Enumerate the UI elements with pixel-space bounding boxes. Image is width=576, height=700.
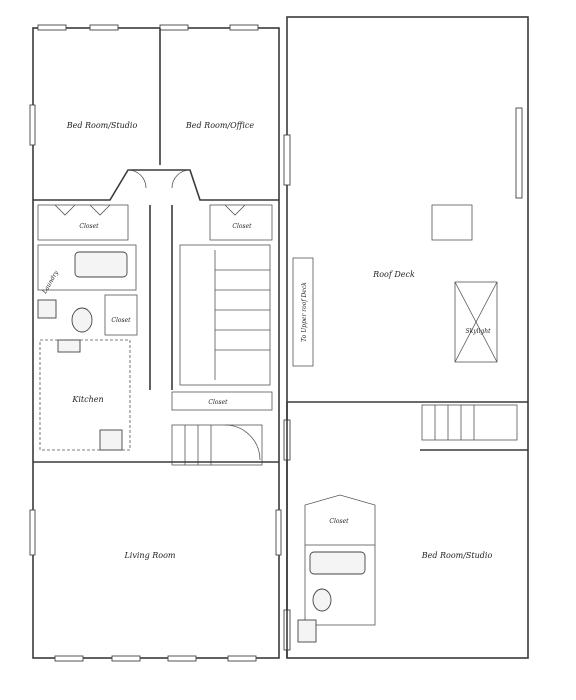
closet-label: Closet <box>208 399 228 406</box>
sink <box>37 299 57 319</box>
kitchen-label: Kitchen <box>71 395 103 404</box>
window <box>29 509 36 556</box>
bathtub <box>74 251 128 278</box>
sink <box>297 619 317 643</box>
stair-curve <box>224 424 261 461</box>
lower-floor: Bed Room/Studio Bed Room/Office Closet C… <box>29 24 282 662</box>
bathtub <box>309 551 366 575</box>
door-swing <box>171 169 191 189</box>
bath-area <box>304 544 376 626</box>
upper-roof-deck-label: To Upper roof Deck <box>301 282 308 342</box>
upper-floor-outline <box>286 16 529 659</box>
skylight-label: Skylight <box>465 328 491 335</box>
closet-door <box>224 204 246 216</box>
upper-roof-deck-strip <box>292 257 314 367</box>
window <box>227 655 257 662</box>
closet-door <box>54 204 76 216</box>
living-room-label: Living Room <box>123 551 175 560</box>
window <box>54 655 84 662</box>
kitchen-area <box>39 339 131 451</box>
bedroom-studio-label: Bed Room/Studio <box>66 121 138 130</box>
window <box>275 509 282 556</box>
lower-floor-outline <box>32 27 280 659</box>
toilet <box>71 307 93 333</box>
window <box>89 24 119 31</box>
bedroom-studio-label: Bed Room/Studio <box>421 551 493 560</box>
upper-floor: Roof Deck To Upper roof Deck Skylight Be… <box>283 16 529 659</box>
window <box>159 24 189 31</box>
bedroom-office-label: Bed Room/Office <box>185 121 254 130</box>
skylight <box>454 281 498 363</box>
closet-bath <box>104 294 138 336</box>
closet-door <box>89 204 111 216</box>
upper-stairs <box>421 404 518 441</box>
counter <box>99 429 123 451</box>
roof-deck-label: Roof Deck <box>372 270 415 279</box>
laundry-area <box>37 244 137 291</box>
window <box>111 655 141 662</box>
window <box>167 655 197 662</box>
skylight-cross <box>454 281 498 363</box>
laundry-label: Laundry <box>41 269 61 296</box>
closet-label: Closet <box>329 518 349 525</box>
closet-right-outline <box>304 494 376 545</box>
wall <box>33 169 279 201</box>
window <box>283 134 291 186</box>
lower-stairs <box>171 424 263 466</box>
window <box>515 107 523 199</box>
closet-mid <box>209 204 273 241</box>
stair-area <box>179 244 271 386</box>
closet-label: Closet <box>79 223 99 230</box>
stove <box>57 339 81 353</box>
window <box>229 24 259 31</box>
toilet <box>312 588 332 612</box>
roof-hatch <box>431 204 473 241</box>
closet-label: Closet <box>111 317 131 324</box>
closet-hall <box>171 391 273 411</box>
window <box>37 24 67 31</box>
window <box>29 104 36 146</box>
closet-label: Closet <box>232 223 252 230</box>
door-swing <box>127 169 147 189</box>
closet-left <box>37 204 129 241</box>
